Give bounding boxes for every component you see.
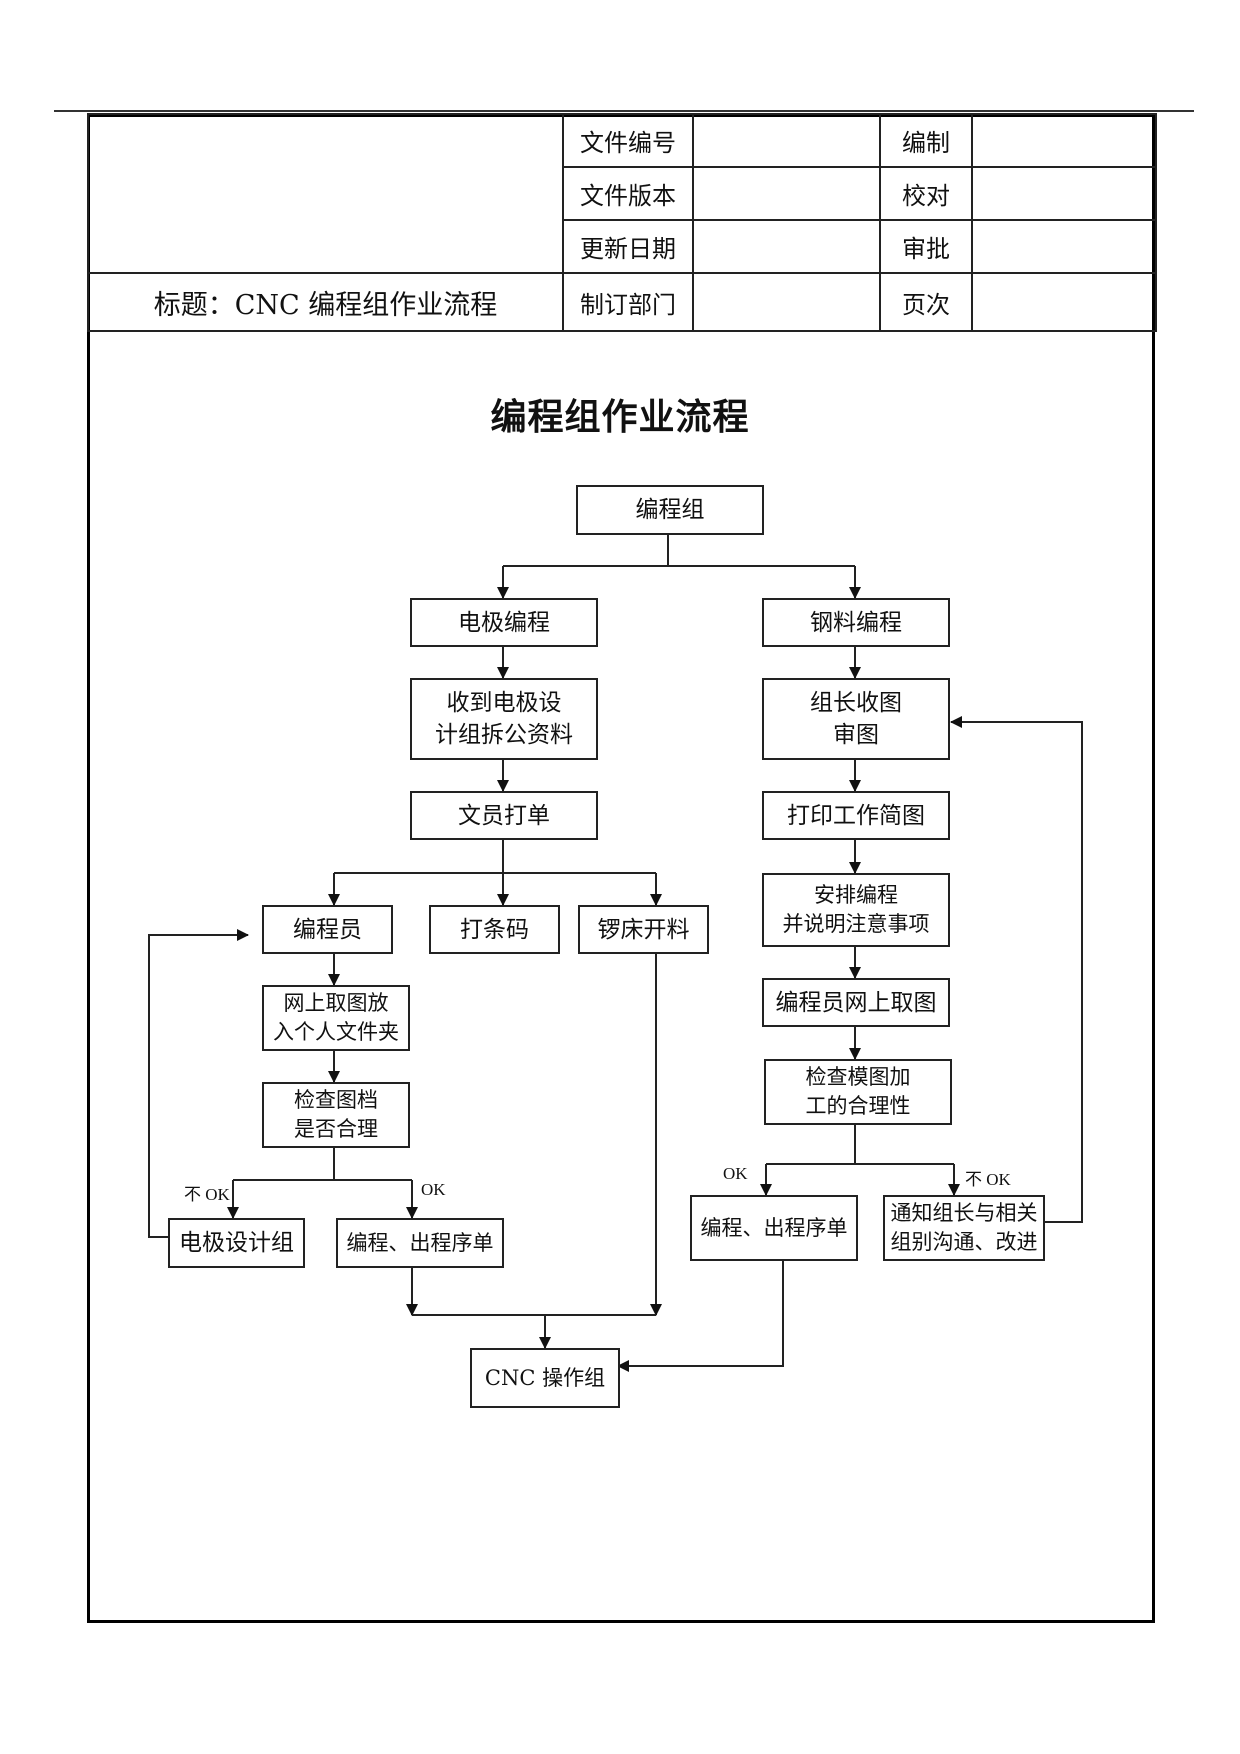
document-header-table: 文件编号 编制 文件版本 校对 更新日期 审批 标题：CNC 编程组作业流程 制…	[87, 113, 1157, 332]
label-left-not-ok: 不 OK	[184, 1185, 230, 1204]
prepared-by-value	[971, 113, 1157, 168]
node-steel: 钢料编程	[762, 598, 950, 647]
node-program-left: 编程、出程序单	[336, 1218, 504, 1268]
node-design-group: 电极设计组	[168, 1218, 305, 1268]
node-cutting: 锣床开料	[578, 905, 709, 954]
node-check-left: 检查图档 是否合理	[262, 1082, 410, 1148]
flowchart-title: 编程组作业流程	[490, 397, 750, 438]
node-programmer: 编程员	[262, 905, 393, 954]
update-date-label: 更新日期	[562, 219, 694, 274]
arrow-program-right-to-cnc	[617, 1260, 784, 1372]
update-date-value	[692, 219, 881, 274]
title-cell: 标题：CNC 编程组作业流程	[87, 272, 564, 332]
label-left-ok: OK	[421, 1180, 446, 1199]
node-electrode: 电极编程	[410, 598, 598, 647]
node-fetch-left: 网上取图放 入个人文件夹	[262, 985, 410, 1051]
department-value	[692, 272, 881, 332]
page-label: 页次	[879, 272, 973, 332]
node-clerk: 文员打单	[410, 791, 598, 840]
node-notify: 通知组长与相关 组别沟通、改进	[883, 1195, 1045, 1261]
page-header-rule	[54, 110, 1194, 112]
loop-design-to-programmer	[148, 929, 249, 1238]
node-receive: 收到电极设 计组拆公资料	[410, 678, 598, 760]
doc-version-label: 文件版本	[562, 166, 694, 221]
prepared-by-label: 编制	[879, 113, 973, 168]
checked-by-value	[971, 166, 1157, 221]
node-check-right: 检查模图加 工的合理性	[764, 1059, 952, 1125]
node-program-right: 编程、出程序单	[690, 1195, 858, 1261]
doc-number-label: 文件编号	[562, 113, 694, 168]
node-barcode: 打条码	[429, 905, 560, 954]
doc-number-value	[692, 113, 881, 168]
node-leader: 组长收图 审图	[762, 678, 950, 760]
label-right-not-ok: 不 OK	[965, 1170, 1011, 1189]
node-fetch-right: 编程员网上取图	[762, 978, 950, 1027]
page-value	[971, 272, 1157, 332]
node-root: 编程组	[576, 485, 764, 535]
logo-cell	[87, 113, 564, 274]
checked-by-label: 校对	[879, 166, 973, 221]
doc-version-value	[692, 166, 881, 221]
node-print: 打印工作简图	[762, 791, 950, 840]
approved-by-value	[971, 219, 1157, 274]
label-right-ok: OK	[723, 1164, 748, 1183]
department-label: 制订部门	[562, 272, 694, 332]
approved-by-label: 审批	[879, 219, 973, 274]
loop-notify-to-leader	[950, 716, 1083, 1223]
node-cnc: CNC 操作组	[470, 1348, 620, 1408]
node-arrange: 安排编程 并说明注意事项	[762, 873, 950, 947]
